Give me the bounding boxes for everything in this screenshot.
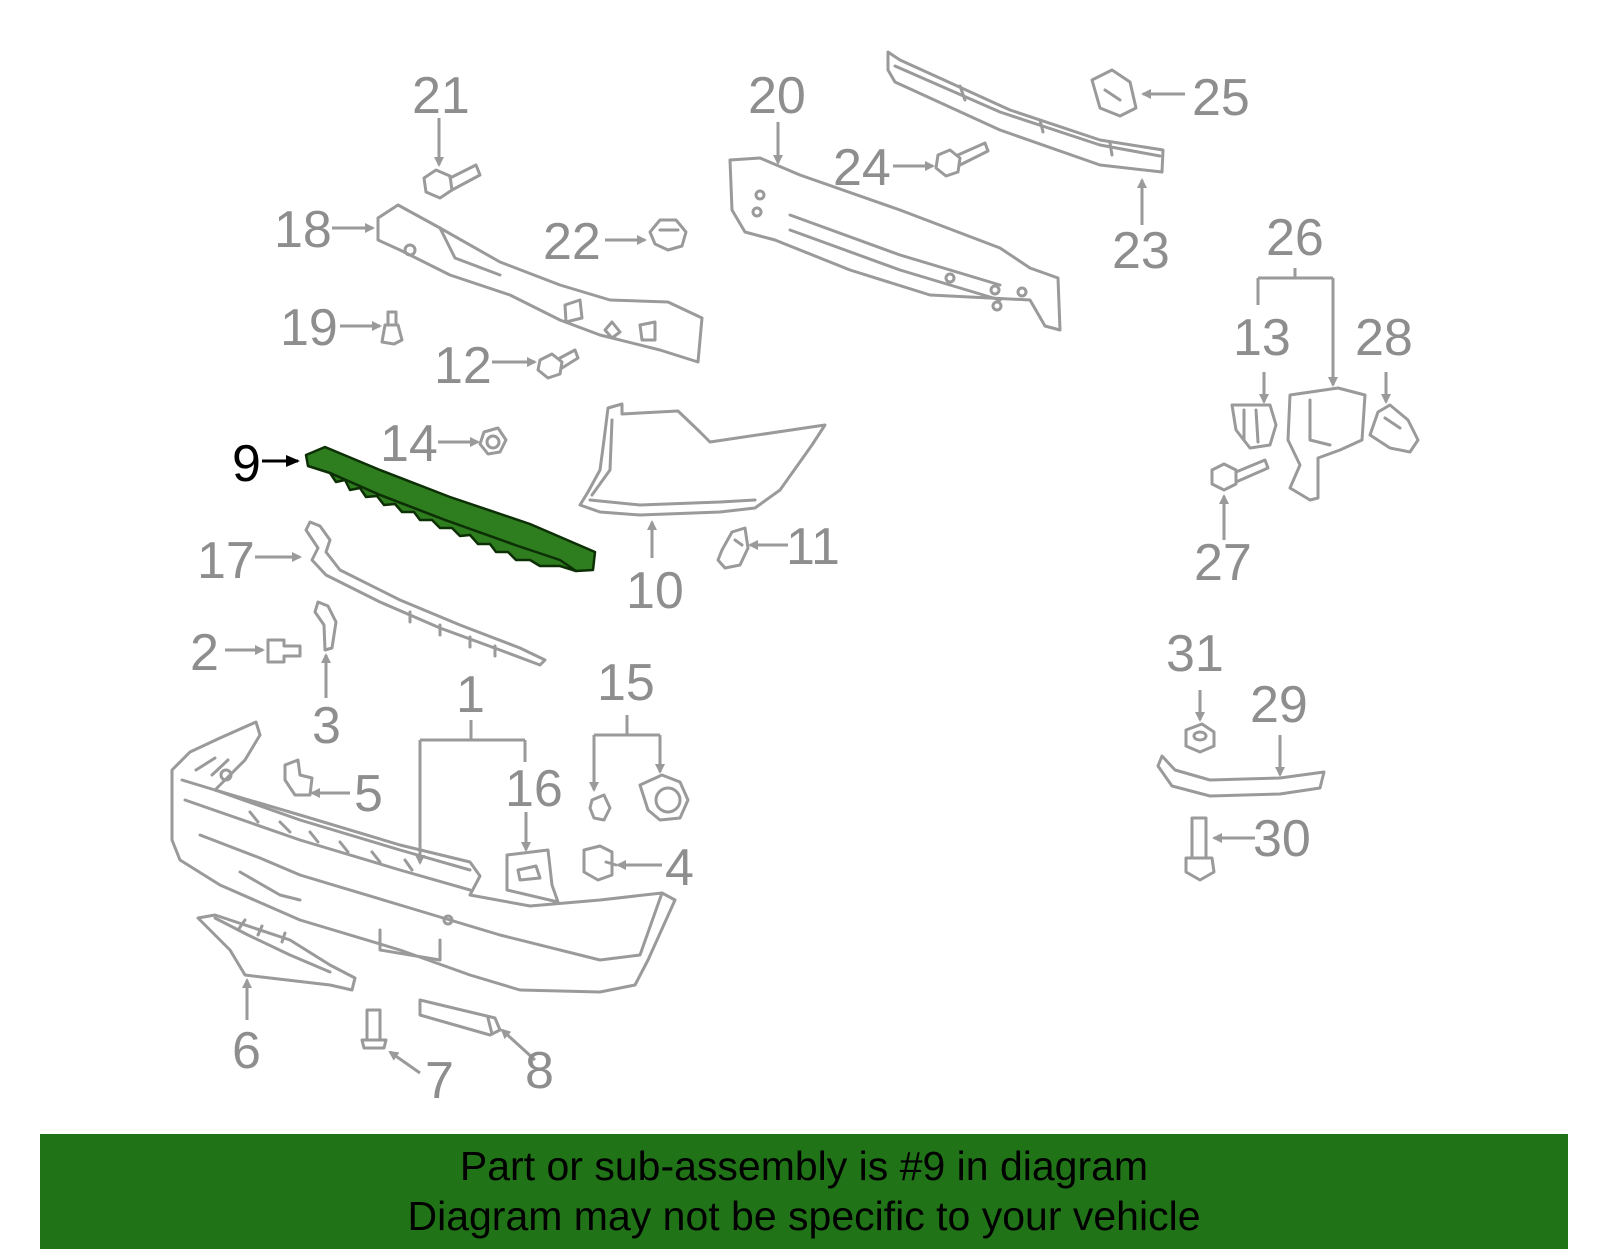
part-2-clip[interactable] xyxy=(266,638,302,664)
callout-19: 19 xyxy=(280,299,338,357)
callout-8: 8 xyxy=(525,1042,554,1100)
footer-banner: Part or sub-assembly is #9 in diagram Di… xyxy=(40,1134,1568,1249)
part-27-bolt[interactable] xyxy=(1210,458,1270,492)
part-7-push-pin[interactable] xyxy=(360,1008,388,1050)
part-28-clip[interactable] xyxy=(1368,403,1420,454)
callout-13: 13 xyxy=(1233,309,1291,367)
callout-7: 7 xyxy=(425,1052,454,1110)
part-25-clip[interactable] xyxy=(1090,68,1138,118)
part-6-lower-deflector[interactable] xyxy=(196,913,357,992)
part-29-moulding[interactable] xyxy=(1156,754,1326,798)
callout-27: 27 xyxy=(1194,534,1252,592)
part-19-push-pin[interactable] xyxy=(380,310,404,346)
part-17-retainer-strip[interactable] xyxy=(304,520,547,667)
callout-25: 25 xyxy=(1192,69,1250,127)
callout-31: 31 xyxy=(1166,625,1224,683)
part-10-splash-shield[interactable] xyxy=(578,402,827,517)
callout-17: 17 xyxy=(197,532,255,590)
part-5-bracket[interactable] xyxy=(283,758,314,797)
part-4-clip[interactable] xyxy=(582,844,618,882)
callout-2: 2 xyxy=(190,624,219,682)
callout-9-highlighted: 9 xyxy=(232,435,261,493)
callout-29: 29 xyxy=(1250,676,1308,734)
part-26-mounting-bracket[interactable] xyxy=(1286,386,1367,502)
footer-disclaimer: Diagram may not be specific to your vehi… xyxy=(407,1193,1201,1239)
callout-5: 5 xyxy=(354,765,383,823)
callout-3: 3 xyxy=(312,697,341,755)
part-20-impact-bar[interactable] xyxy=(728,156,1062,332)
part-30-bolt[interactable] xyxy=(1184,816,1216,882)
callout-22: 22 xyxy=(543,213,601,271)
footer-part-note: Part or sub-assembly is #9 in diagram xyxy=(459,1143,1149,1189)
part-3-bracket[interactable] xyxy=(313,600,338,652)
callout-26: 26 xyxy=(1266,209,1324,267)
part-23-energy-absorber-strip[interactable] xyxy=(886,50,1165,174)
callout-23: 23 xyxy=(1112,222,1170,280)
callout-20: 20 xyxy=(748,67,806,125)
callout-15: 15 xyxy=(597,654,655,712)
part-21-bolt[interactable] xyxy=(422,163,482,200)
part-1-bumper-cover[interactable] xyxy=(170,720,677,994)
part-9-highlighted-reinforcement[interactable] xyxy=(304,445,597,573)
callout-18: 18 xyxy=(274,201,332,259)
callout-30: 30 xyxy=(1253,810,1311,868)
callout-4: 4 xyxy=(665,839,694,897)
part-13-clip[interactable] xyxy=(1230,403,1278,450)
callout-10: 10 xyxy=(626,562,684,620)
part-24-bolt[interactable] xyxy=(934,141,990,178)
part-31-nut[interactable] xyxy=(1184,722,1216,754)
callout-24: 24 xyxy=(833,139,891,197)
part-8-trim-strip[interactable] xyxy=(418,998,502,1037)
callout-11: 11 xyxy=(786,518,840,576)
part-15-sensor-plug[interactable] xyxy=(588,773,690,822)
callout-6: 6 xyxy=(232,1022,261,1080)
callout-21: 21 xyxy=(412,67,470,125)
part-18-bracket[interactable] xyxy=(376,203,704,364)
callout-14: 14 xyxy=(380,415,438,473)
callout-12: 12 xyxy=(434,337,492,395)
callout-1: 1 xyxy=(456,666,485,724)
part-16-bracket[interactable] xyxy=(505,848,560,904)
part-14-clip[interactable] xyxy=(478,426,508,456)
callout-16: 16 xyxy=(505,760,563,818)
callout-28: 28 xyxy=(1355,309,1413,367)
part-22-nut[interactable] xyxy=(648,218,688,252)
part-12-bolt[interactable] xyxy=(536,348,580,380)
part-11-retainer[interactable] xyxy=(716,526,750,570)
